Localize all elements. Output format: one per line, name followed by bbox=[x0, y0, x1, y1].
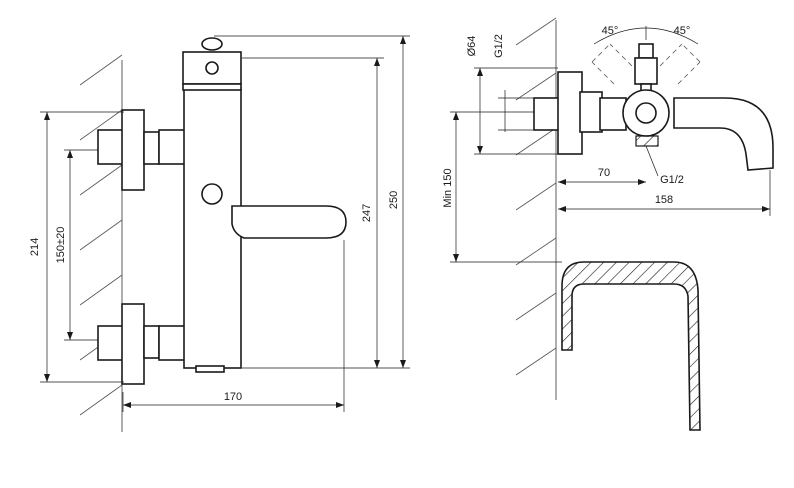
dim-158-label: 158 bbox=[655, 194, 673, 206]
side-view: Ø64 G1/2 Min 150 70 G1/2 158 45° 45° bbox=[442, 17, 774, 431]
spout-body bbox=[622, 89, 774, 171]
top-knob bbox=[201, 37, 223, 51]
wall-hatching-left bbox=[79, 54, 123, 416]
angle-left-label: 45° bbox=[602, 25, 619, 37]
dim-214-label: 214 bbox=[29, 238, 41, 256]
dim-min150-label: Min 150 bbox=[442, 168, 454, 207]
dim-250-label: 250 bbox=[388, 191, 400, 209]
dim-width-label: 170 bbox=[224, 391, 242, 403]
front-view: 170 214 150±20 247 250 bbox=[29, 35, 410, 432]
swivel-positions bbox=[591, 26, 701, 85]
side-dimensions bbox=[450, 67, 771, 263]
dim-g12-bottom-label: G1/2 bbox=[660, 174, 684, 186]
body-hole bbox=[201, 183, 223, 205]
hose-outlet-thread bbox=[635, 135, 659, 147]
side-connection bbox=[533, 71, 627, 155]
mixer-body bbox=[182, 37, 347, 373]
dim-247-label: 247 bbox=[361, 204, 373, 222]
dim-70-label: 70 bbox=[598, 167, 610, 179]
dim-150-label: 150±20 bbox=[55, 227, 67, 264]
mixer-lever bbox=[231, 205, 347, 239]
angle-right-label: 45° bbox=[674, 25, 691, 37]
bathtub-section bbox=[561, 261, 701, 431]
diverter-knob bbox=[634, 43, 658, 95]
bottom-connection bbox=[97, 303, 186, 385]
wall-hatching-right bbox=[515, 17, 557, 376]
top-connection bbox=[97, 109, 186, 191]
spout bbox=[673, 97, 774, 171]
dim-diameter-label: Ø64 bbox=[466, 36, 478, 57]
front-dimensions bbox=[40, 35, 410, 412]
dim-g12-top-label: G1/2 bbox=[493, 34, 505, 58]
